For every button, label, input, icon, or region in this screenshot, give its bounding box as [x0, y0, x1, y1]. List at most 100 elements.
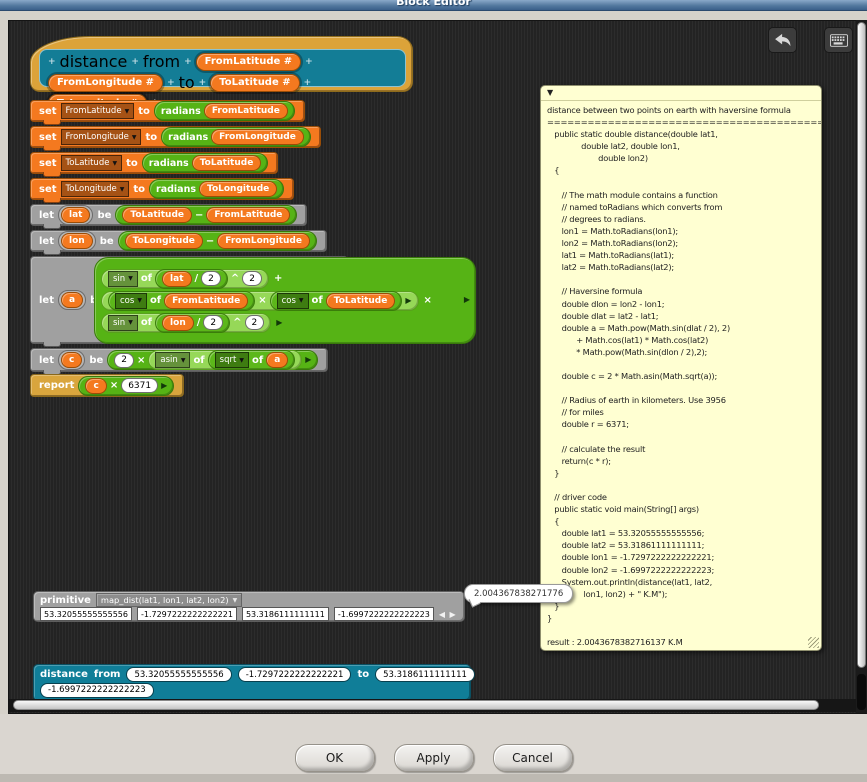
power-reporter[interactable]: sin▼ of lat / 2 ^ 2 — [101, 268, 270, 289]
upvar-ring[interactable]: a — [58, 290, 87, 310]
primitive-selector-dropdown[interactable]: map_dist(lat1, lon1, lat2, lon2) ▼ — [95, 593, 243, 607]
undo-button[interactable] — [768, 27, 797, 53]
expand-arrow-icon[interactable]: ▶ — [463, 295, 470, 304]
expand-arrow-icon[interactable]: ▶ — [276, 317, 283, 327]
param-oval[interactable]: ToLatitude # — [210, 73, 300, 92]
argument-input[interactable]: -1.6997222222222223 — [333, 607, 434, 621]
sin-dropdown[interactable]: sin▼ — [108, 270, 138, 287]
block-prototype[interactable]: + distance + from + FromLatitude # + Fro… — [39, 49, 406, 112]
variable-oval[interactable]: a — [61, 292, 84, 308]
arity-arrows-icon[interactable]: ◀ ▶ — [438, 609, 457, 619]
subtraction-reporter[interactable]: ToLatitude − FromLatitude — [115, 205, 298, 225]
variable-oval[interactable]: ToLatitude — [191, 155, 262, 171]
argument-oval[interactable]: 53.3186111111111 — [375, 667, 475, 683]
product-reporter[interactable]: c × 6371 ▶ — [78, 375, 175, 396]
add-param-plus[interactable]: + — [48, 56, 56, 67]
primitive-block[interactable]: primitive map_dist(lat1, lon1, lat2, lon… — [33, 591, 465, 622]
variable-oval[interactable]: lon — [61, 233, 93, 249]
asin-dropdown[interactable]: asin▼ — [155, 352, 191, 368]
argument-oval[interactable]: -1.7297222222222221 — [237, 667, 352, 683]
cos-reporter[interactable]: cos▼ of ToLatitude — [269, 290, 403, 311]
cos-dropdown[interactable]: cos▼ — [276, 292, 309, 309]
distance-caller-block[interactable]: distance from 53.32055555555556 -1.72972… — [33, 664, 475, 701]
variable-oval[interactable]: ToLongitude — [199, 181, 278, 197]
number-input[interactable]: 2 — [203, 315, 224, 330]
definition-hat-block[interactable]: + distance + from + FromLatitude # + Fro… — [30, 36, 413, 112]
horizontal-scrollbar-thumb[interactable] — [13, 700, 819, 710]
number-input[interactable]: 2 — [114, 352, 135, 368]
asin-reporter[interactable]: asin▼ of sqrt▼ of a — [148, 350, 303, 370]
variable-dropdown[interactable]: ToLongitude▼ — [60, 181, 130, 197]
variable-dropdown[interactable]: ToLatitude▼ — [60, 155, 123, 171]
upvar-ring[interactable]: lon — [58, 231, 96, 251]
variable-oval[interactable]: a — [266, 352, 289, 368]
variable-oval[interactable]: FromLongitude — [217, 233, 310, 249]
keyboard-button[interactable] — [824, 27, 853, 53]
variable-oval[interactable]: lon — [162, 314, 194, 331]
param-oval[interactable]: FromLongitude # — [48, 73, 164, 92]
vertical-scrollbar[interactable] — [856, 20, 867, 713]
let-block[interactable]: let lon be ToLongitude − FromLongitude — [30, 230, 327, 255]
number-input[interactable]: 6371 — [121, 378, 159, 393]
variable-dropdown[interactable]: FromLatitude▼ — [60, 103, 135, 119]
expand-arrow-icon[interactable]: ▶ — [305, 355, 312, 364]
number-input[interactable]: 2 — [242, 271, 263, 286]
comment-box[interactable]: ▼ distance between two points on earth w… — [540, 85, 822, 651]
add-param-plus[interactable]: + — [303, 77, 312, 88]
param-oval[interactable]: FromLatitude # — [195, 52, 302, 71]
add-param-plus[interactable]: + — [305, 56, 313, 67]
variable-oval[interactable]: FromLongitude — [211, 129, 304, 145]
upvar-ring[interactable]: c — [58, 350, 86, 370]
haversine-sum-reporter[interactable]: sin▼ of lat / 2 ^ 2 + cos▼ of — [94, 257, 476, 344]
division-reporter[interactable]: lon / 2 — [155, 312, 231, 333]
window-titlebar[interactable]: Block Editor — [0, 0, 867, 11]
comment-titlebar[interactable]: ▼ — [541, 86, 821, 101]
number-input[interactable]: 2 — [201, 271, 221, 286]
add-param-plus[interactable]: + — [184, 56, 192, 67]
variable-oval[interactable]: lat — [61, 207, 91, 223]
product-reporter[interactable]: cos▼ of FromLatitude × cos▼ of ToLatitud… — [101, 290, 419, 311]
variable-oval[interactable]: ToLatitude — [122, 207, 192, 223]
variable-oval[interactable]: c — [85, 377, 107, 394]
power-reporter[interactable]: sin▼ of lon / 2 ^ 2 — [101, 312, 272, 333]
cos-reporter[interactable]: cos▼ of FromLatitude — [108, 290, 256, 311]
argument-input[interactable]: 53.32055555555556 — [40, 607, 132, 621]
variable-oval[interactable]: FromLatitude — [203, 103, 288, 119]
upvar-ring[interactable]: lat — [58, 205, 94, 225]
apply-button[interactable]: Apply — [393, 744, 474, 772]
report-block[interactable]: report c × 6371 ▶ — [30, 374, 185, 397]
argument-oval[interactable]: 53.32055555555556 — [126, 667, 232, 683]
sin-dropdown[interactable]: sin▼ — [108, 314, 138, 331]
resize-handle[interactable] — [808, 637, 819, 648]
let-block[interactable]: let lat be ToLatitude − FromLatitude — [30, 204, 308, 229]
variable-oval[interactable]: ToLatitude — [325, 292, 396, 309]
argument-input[interactable]: 53.3186111111111 — [241, 607, 329, 621]
add-param-plus[interactable]: + — [198, 77, 207, 88]
variable-oval[interactable]: lat — [162, 270, 192, 287]
division-reporter[interactable]: lat / 2 — [155, 268, 228, 289]
number-input[interactable]: 2 — [244, 315, 265, 330]
expand-arrow-icon[interactable]: ▶ — [405, 295, 412, 305]
add-param-plus[interactable]: + — [167, 77, 175, 88]
variable-oval[interactable]: FromLatitude — [164, 292, 249, 309]
argument-input[interactable]: -1.7297222222222221 — [136, 607, 237, 621]
vertical-scrollbar-thumb[interactable] — [857, 22, 866, 668]
subtraction-reporter[interactable]: ToLongitude − FromLongitude — [117, 231, 317, 251]
variable-oval[interactable]: c — [61, 352, 83, 368]
ok-button[interactable]: OK — [294, 744, 375, 772]
variable-oval[interactable]: ToLongitude — [124, 233, 203, 249]
horizontal-scrollbar[interactable] — [9, 699, 856, 712]
product-reporter[interactable]: 2 × asin▼ of sqrt▼ of a ▶ — [107, 350, 319, 370]
sqrt-dropdown[interactable]: sqrt▼ — [214, 352, 249, 368]
add-param-plus[interactable]: + — [131, 56, 139, 67]
sqrt-reporter[interactable]: sqrt▼ of a — [207, 350, 296, 370]
cancel-button[interactable]: Cancel — [492, 744, 573, 772]
